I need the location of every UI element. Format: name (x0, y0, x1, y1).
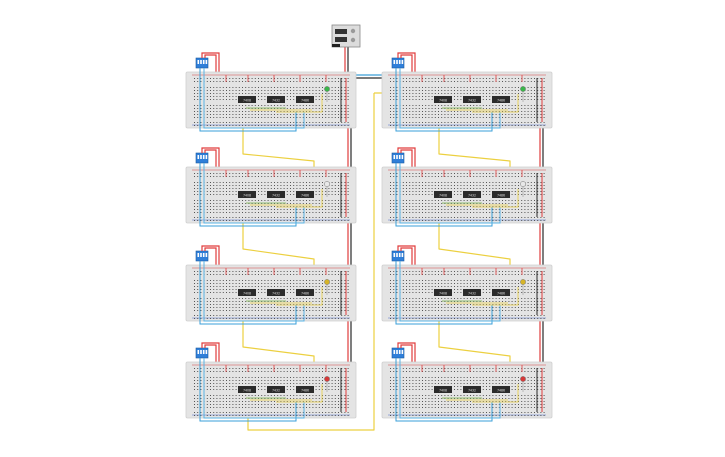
dip-switch-lever (206, 253, 208, 257)
output-led-icon (520, 181, 525, 186)
dip-switch-lever (198, 350, 200, 354)
dip-switch-lever (402, 350, 404, 354)
power-supply-body (332, 25, 360, 47)
dip-switch-lever (399, 60, 401, 64)
chip-label: 7486 (497, 389, 505, 393)
chip-label: 7408 (243, 389, 251, 393)
dip-switch-lever (198, 253, 200, 257)
power-supply-terminal (332, 44, 340, 47)
output-led-icon (324, 376, 329, 381)
chip-label: 7486 (497, 292, 505, 296)
chip-label: 7432 (468, 292, 476, 296)
dip-switch-lever (402, 60, 404, 64)
power-supply-knob-2 (351, 38, 355, 42)
output-led-icon (324, 279, 329, 284)
power-supply (332, 25, 360, 47)
chip-label: 7432 (468, 194, 476, 198)
chip-label: 7432 (468, 99, 476, 103)
breadboard-left-4: 7408 7432 7486 (186, 343, 356, 421)
dip-switch-lever (399, 350, 401, 354)
chip-label: 7408 (439, 194, 447, 198)
output-led-icon (324, 181, 329, 186)
chip-label: 7486 (301, 194, 309, 198)
chip-label: 7432 (272, 99, 280, 103)
breadboard-right-1: 7408 7432 7486 (382, 53, 552, 131)
dip-switch-lever (394, 350, 396, 354)
dip-switch-lever (394, 155, 396, 159)
dip-switch-lever (399, 253, 401, 257)
dip-switch-lever (198, 155, 200, 159)
chip-label: 7486 (497, 99, 505, 103)
chip-label: 7432 (272, 389, 280, 393)
dip-switch-lever (200, 350, 202, 354)
output-led-icon (520, 86, 525, 91)
dip-switch-lever (402, 155, 404, 159)
dip-switch-lever (399, 155, 401, 159)
breadboard-right-4: 7408 7432 7486 (382, 343, 552, 421)
breadboard-left-3: 7408 7432 7486 (186, 246, 356, 324)
dip-switch-lever (200, 155, 202, 159)
chip-label: 7486 (301, 389, 309, 393)
dip-switch-lever (396, 253, 398, 257)
dip-switch-lever (203, 60, 205, 64)
chip-label: 7432 (272, 292, 280, 296)
dip-switch-lever (203, 253, 205, 257)
chip-label: 7408 (439, 389, 447, 393)
breadboard-left-1: 7408 7432 7486 (186, 53, 356, 131)
chip-label: 7408 (243, 194, 251, 198)
chip-label: 7486 (301, 99, 309, 103)
power-supply-display-1 (335, 29, 347, 34)
breadboard-right-2: 7408 7432 7486 (382, 148, 552, 226)
dip-switch-lever (200, 253, 202, 257)
dip-switch-lever (203, 350, 205, 354)
chip-label: 7408 (243, 292, 251, 296)
chip-label: 7408 (439, 292, 447, 296)
dip-switch-lever (402, 253, 404, 257)
breadboard-left-2: 7408 7432 7486 (186, 148, 356, 226)
output-led-icon (520, 376, 525, 381)
power-supply-knob-1 (351, 29, 355, 33)
output-led-icon (324, 86, 329, 91)
dip-switch-lever (396, 60, 398, 64)
dip-switch-lever (396, 350, 398, 354)
dip-switch-lever (394, 60, 396, 64)
chip-label: 7432 (468, 389, 476, 393)
chip-label: 7486 (497, 194, 505, 198)
chip-label: 7432 (272, 194, 280, 198)
dip-switch-lever (198, 60, 200, 64)
output-led-icon (520, 279, 525, 284)
dip-switch-lever (396, 155, 398, 159)
dip-switch-lever (206, 155, 208, 159)
dip-switch-lever (200, 60, 202, 64)
dip-switch-lever (206, 60, 208, 64)
dip-switch-lever (394, 253, 396, 257)
breadboard-right-3: 7408 7432 7486 (382, 246, 552, 324)
power-supply-display-2 (335, 37, 347, 42)
chip-label: 7486 (301, 292, 309, 296)
dip-switch-lever (203, 155, 205, 159)
chip-label: 7408 (439, 99, 447, 103)
dip-switch-lever (206, 350, 208, 354)
chip-label: 7408 (243, 99, 251, 103)
